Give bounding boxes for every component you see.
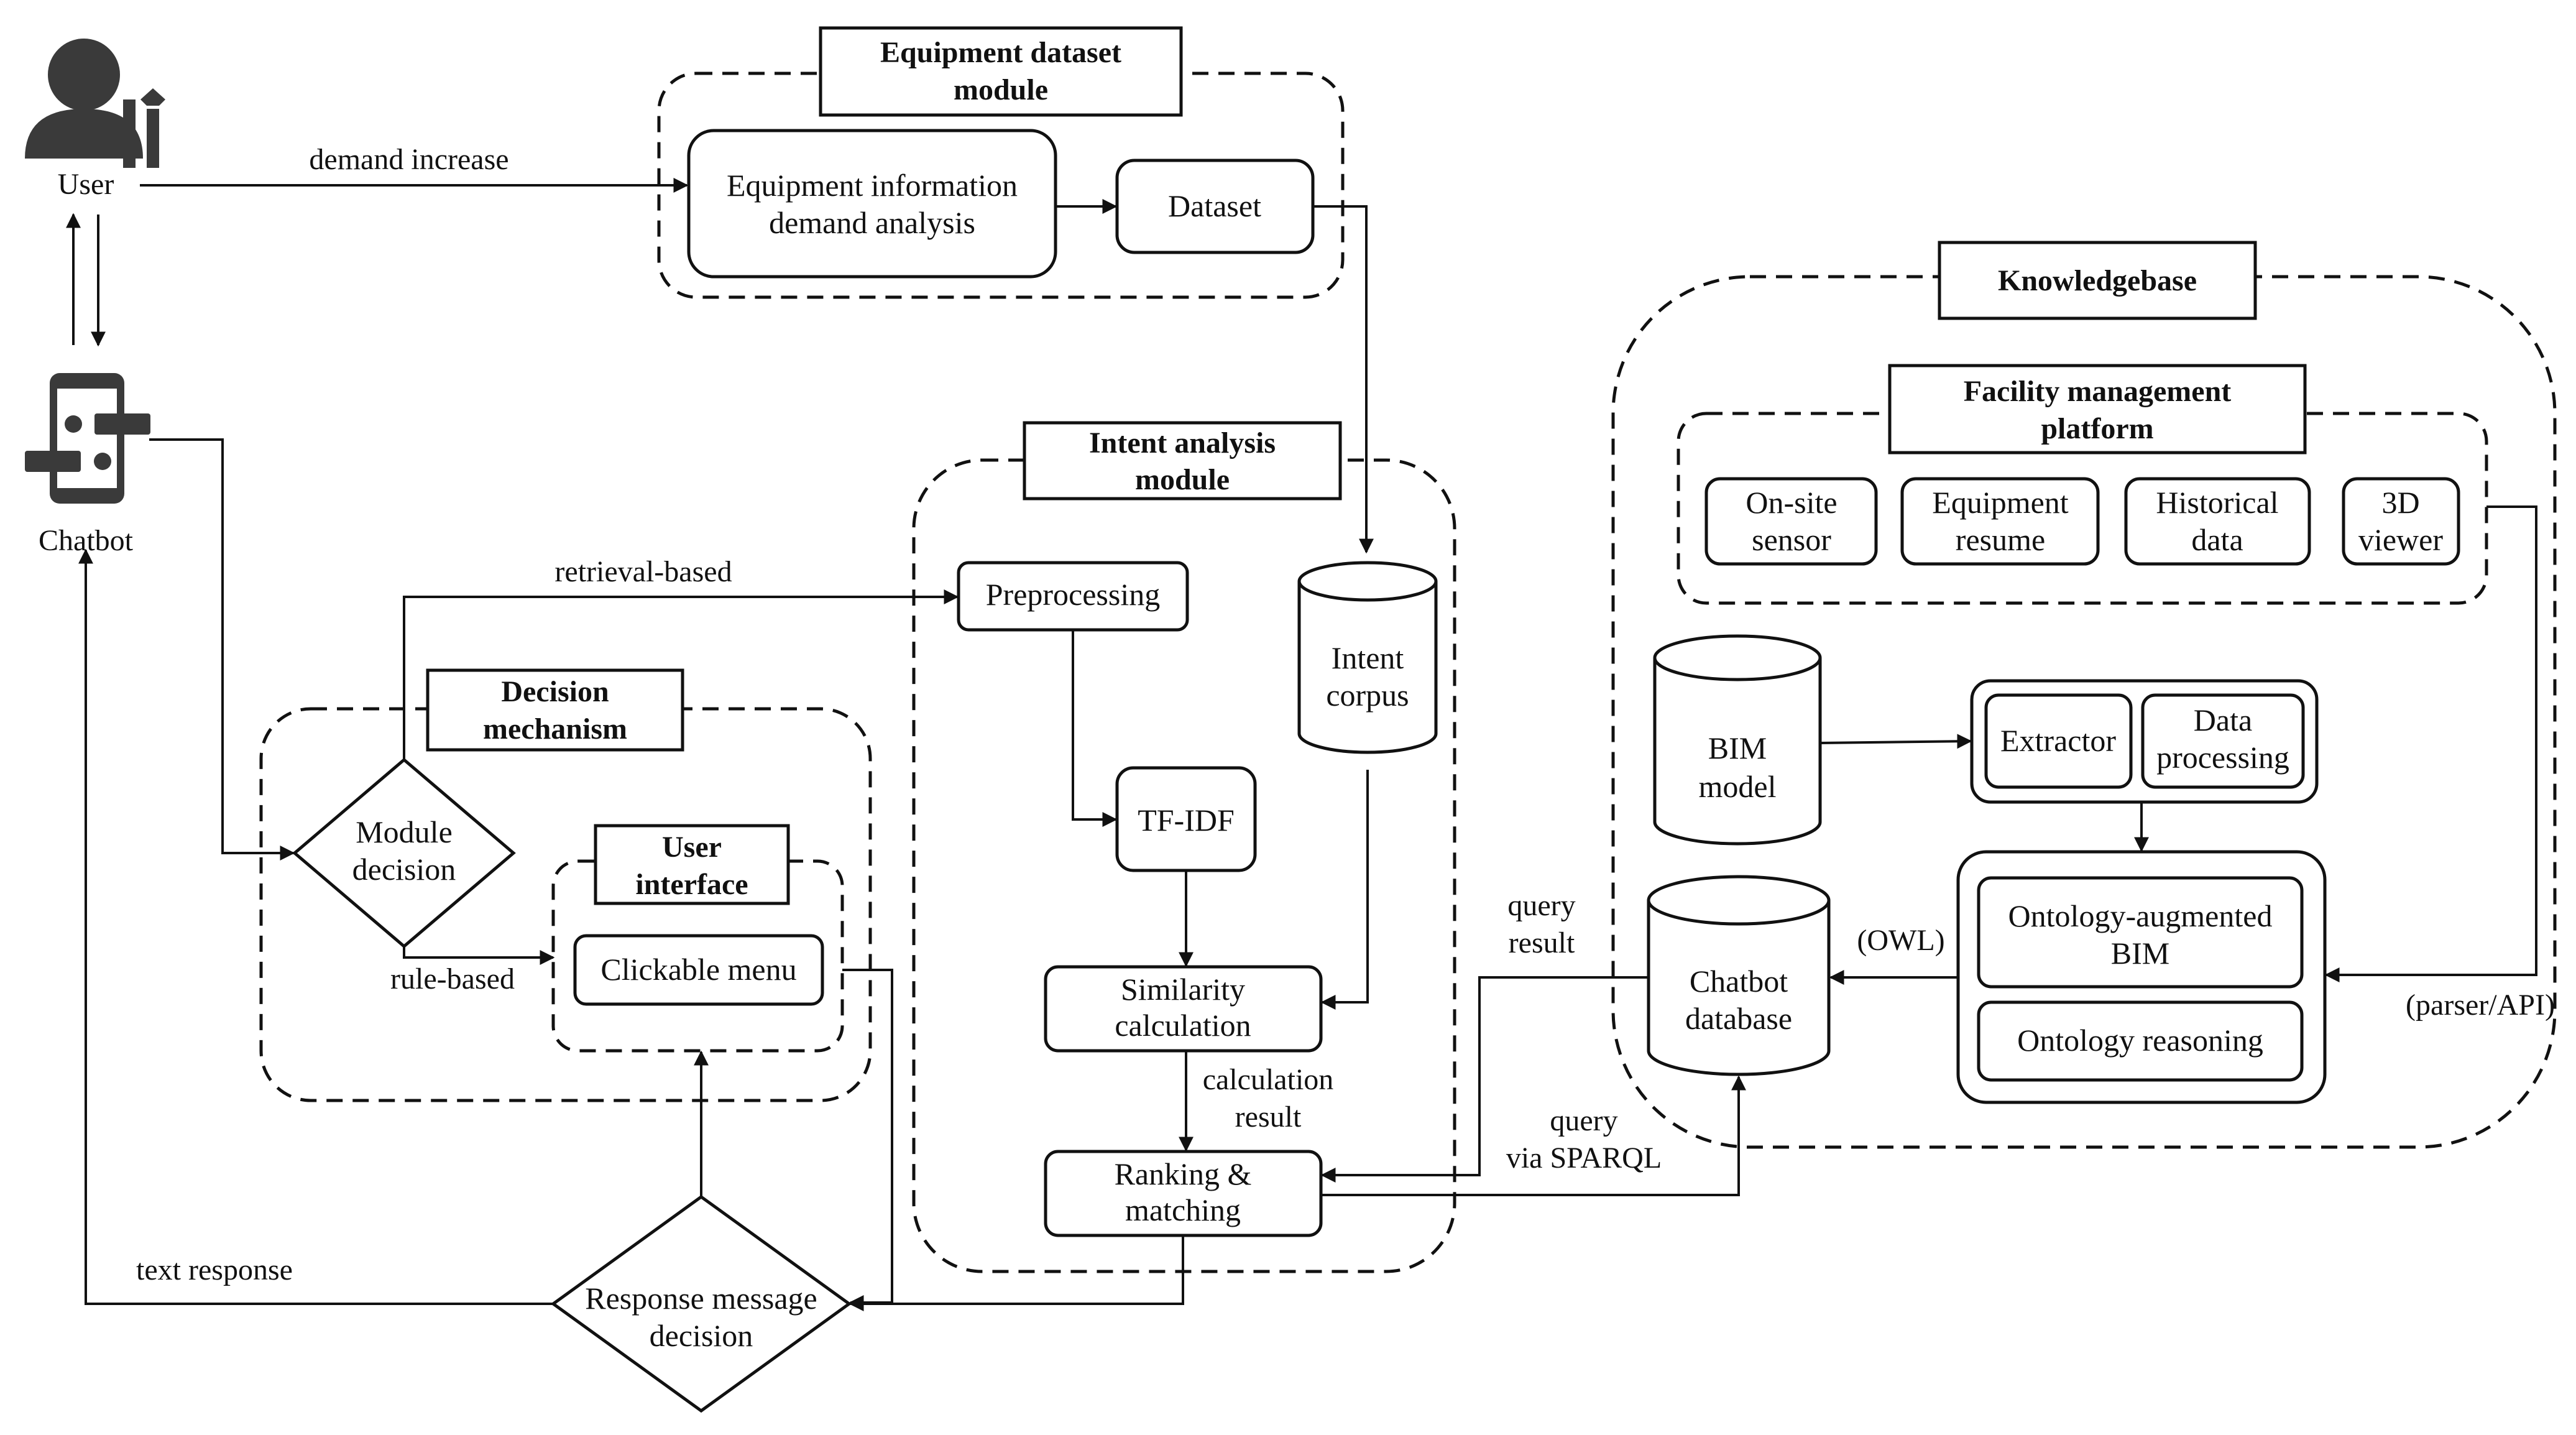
facility-platform-title-1: Facility management: [1964, 375, 2232, 408]
chatbot-database-line1: Chatbot: [1690, 964, 1788, 999]
rule-based-label: rule-based: [390, 962, 515, 995]
parser-api-label: (parser/API): [2406, 989, 2555, 1022]
ranking-to-response-arrow: [849, 1235, 1184, 1311]
ontology-bim-line1: Ontology-augmented: [2008, 898, 2273, 933]
equipment-resume-line1: Equipment: [1932, 485, 2069, 520]
data-processing-line2: processing: [2156, 740, 2289, 775]
onsite-sensor-box: [1704, 477, 1878, 566]
user-icon: [25, 39, 165, 168]
3d-viewer-line1: 3D: [2381, 485, 2419, 520]
decision-mechanism-boundary: [259, 707, 872, 1102]
decision-mechanism-title-box: [426, 668, 684, 752]
query-sparql-label-2: via SPARQL: [1506, 1142, 1662, 1174]
extractor-label: Extractor: [2000, 723, 2116, 758]
tfidf-label: TF-IDF: [1138, 803, 1235, 837]
equipment-info-line1: Equipment information: [727, 168, 1018, 203]
historical-data-line2: data: [2191, 522, 2243, 557]
user-interface-title-2: interface: [635, 868, 748, 901]
decision-mechanism-title-2: mechanism: [483, 713, 627, 745]
bim-model-line2: model: [1699, 769, 1777, 804]
facility-platform-title-2: platform: [2041, 412, 2153, 445]
facility-platform-title-box: [1888, 364, 2307, 454]
equipment-dataset-module-title-2: module: [954, 73, 1048, 106]
chatbot-icon: [25, 373, 150, 504]
bim-model-cylinder: [1653, 634, 1822, 846]
equipment-resume-box: [1900, 477, 2100, 566]
query-sparql-label-1: query: [1550, 1104, 1617, 1137]
query-result-label-2: result: [1509, 926, 1575, 959]
calculation-result-label-2: result: [1235, 1100, 1302, 1133]
text-response-label: text response: [136, 1253, 293, 1286]
clickable-menu-to-response-arrow: [842, 969, 893, 1310]
clickable-menu-label: Clickable menu: [600, 952, 796, 987]
clickable-menu-box: [573, 934, 824, 1006]
data-processing-box: [2141, 693, 2305, 789]
user-interface-title-box: [594, 824, 790, 905]
historical-data-box: [2124, 477, 2311, 566]
bim-to-extractor-arrow: [1819, 734, 1972, 749]
knowledgebase-title-box: [1938, 241, 2257, 320]
owl-label: (OWL): [1857, 924, 1944, 957]
query-result-arrow: [1320, 976, 1647, 1183]
module-decision-line1: Module: [356, 814, 453, 849]
bim-model-line1: BIM: [1708, 731, 1767, 765]
extractor-box: [1984, 693, 2133, 789]
response-message-line1: Response message: [585, 1281, 817, 1316]
intent-analysis-module-title-1: Intent analysis: [1089, 427, 1276, 459]
parser-api-arrow: [2324, 505, 2537, 982]
user-interface-title-1: User: [662, 831, 722, 864]
onsite-sensor-line2: sensor: [1752, 522, 1831, 557]
equipment-dataset-module-title-1: Equipment dataset: [880, 36, 1121, 69]
3d-viewer-line2: viewer: [2358, 522, 2443, 557]
3d-viewer-box: [2342, 477, 2460, 566]
response-message-decision-diamond: [550, 1194, 852, 1413]
chatbot-database-line2: database: [1685, 1001, 1792, 1036]
knowledgebase-boundary: [1611, 275, 2557, 1149]
similarity-line2: calculation: [1115, 1008, 1251, 1043]
rule-based-arrow: [403, 946, 555, 965]
intent-analysis-module-title-2: module: [1135, 463, 1230, 496]
intent-corpus-to-similarity-arrow: [1320, 770, 1369, 1010]
ontology-augmented-bim-box: [1977, 876, 2304, 989]
data-processing-line1: Data: [2194, 703, 2252, 737]
dataset-label: Dataset: [1168, 188, 1261, 223]
dataset-to-intent-corpus-arrow: [1313, 205, 1374, 554]
similarity-line1: Similarity: [1121, 972, 1245, 1007]
ontology-reasoning-box: [1977, 1000, 2304, 1082]
user-label: User: [58, 168, 114, 201]
calculation-result-label-1: calculation: [1203, 1063, 1334, 1096]
intent-corpus-line1: Intent: [1332, 640, 1404, 675]
ontology-reasoning-label: Ontology reasoning: [2017, 1023, 2263, 1058]
intent-analysis-module-title-box: [1023, 421, 1342, 501]
demand-increase-label: demand increase: [309, 143, 508, 176]
text-response-arrow: [78, 548, 553, 1305]
retrieval-based-arrow: [403, 589, 959, 760]
ontology-bim-line2: BIM: [2111, 936, 2169, 971]
equipment-dataset-module-title-box: [819, 26, 1183, 117]
intent-corpus-line2: corpus: [1326, 678, 1409, 713]
query-via-sparql-arrow: [1321, 1075, 1746, 1196]
historical-data-line1: Historical: [2156, 485, 2278, 520]
query-result-label-1: query: [1507, 889, 1575, 922]
chatbot-database-cylinder: [1647, 875, 1831, 1076]
equipment-dataset-module-boundary: [657, 72, 1345, 299]
chatbot-to-module-decision-arrow: [149, 438, 295, 861]
equipment-info-line2: demand analysis: [769, 205, 975, 240]
knowledgebase-title: Knowledgebase: [1998, 264, 2197, 297]
equipment-info-demand-analysis-box: [687, 129, 1057, 279]
retrieval-based-label: retrieval-based: [554, 555, 732, 588]
ranking-line2: matching: [1125, 1193, 1241, 1227]
ranking-line1: Ranking &: [1115, 1156, 1252, 1191]
decision-mechanism-title-1: Decision: [501, 675, 609, 708]
module-decision-line2: decision: [352, 852, 456, 887]
preprocessing-to-tfidf-arrow: [1072, 630, 1118, 827]
equipment-resume-line2: resume: [1956, 522, 2045, 557]
response-message-line2: decision: [650, 1318, 753, 1353]
preprocessing-label: Preprocessing: [986, 577, 1161, 612]
intent-corpus-cylinder: [1297, 561, 1438, 754]
onsite-sensor-line1: On-site: [1746, 485, 1837, 520]
